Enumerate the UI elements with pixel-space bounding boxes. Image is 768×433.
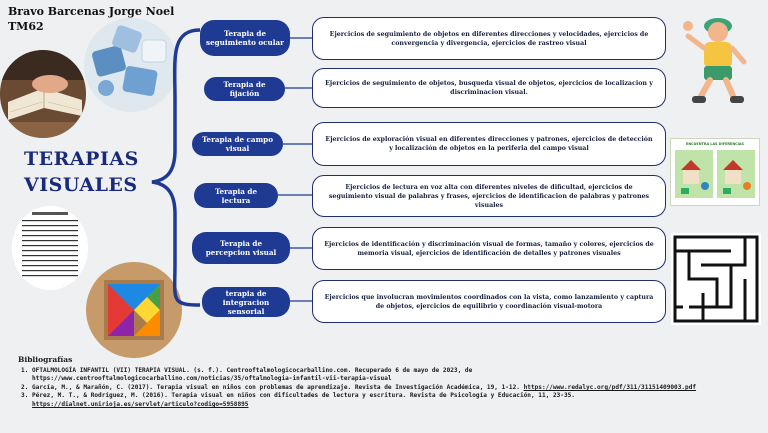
group-code: TM62 xyxy=(8,20,44,33)
therapy-pill-integracion: terapia de integracion sensorial xyxy=(202,287,290,317)
main-title: TERAPIAS VISUALES xyxy=(24,146,139,198)
bibliography-ref: OFTALMOLOGÍA INFANTIL (VII) TERAPIA VISU… xyxy=(32,367,738,384)
therapy-pill-percepcion: Terapia de percepcion visual xyxy=(192,232,290,264)
therapy-pill-lectura: Terapia de lectura xyxy=(194,183,278,208)
main-title-line2: VISUALES xyxy=(24,174,138,196)
tangram-photo xyxy=(86,262,182,358)
ref-link[interactable]: https://www.redalyc.org/pdf/311/31151409… xyxy=(523,383,697,391)
ref-link[interactable]: https://www.centrooftalmologicocarballin… xyxy=(32,375,392,383)
bibliography-ref: Pérez, M. T., & Rodríguez, M. (2016). Te… xyxy=(32,392,738,409)
bibliography-list: OFTALMOLOGÍA INFANTIL (VII) TERAPIA VISU… xyxy=(18,367,738,410)
therapy-description-fijacion: Ejercicios de seguimiento de objetos, bu… xyxy=(312,68,666,108)
therapy-pill-campo-visual: Terapia de campo visual xyxy=(192,132,283,156)
author-name: Bravo Barcenas Jorge Noel xyxy=(8,5,175,18)
child-illustration xyxy=(683,18,747,103)
bibliography-heading: Bibliografías xyxy=(18,355,73,364)
main-title-line1: TERAPIAS xyxy=(24,148,139,170)
find-differences-image: ENCUENTRA LAS DIFERENCIAS xyxy=(670,138,760,206)
ref-text: OFTALMOLOGÍA INFANTIL (VII) TERAPIA VISU… xyxy=(32,366,473,374)
therapy-description-lectura: Ejercicios de lectura en voz alta con di… xyxy=(312,175,666,217)
find-differences-caption: ENCUENTRA LAS DIFERENCIAS xyxy=(686,142,744,146)
therapy-pill-fijacion: Terapia de fijación xyxy=(204,77,285,101)
bibliography: Bibliografías OFTALMOLOGÍA INFANTIL (VII… xyxy=(18,355,738,410)
word-search-photo xyxy=(12,206,88,290)
puzzle-photo xyxy=(84,18,178,112)
author-block: Bravo Barcenas Jorge Noel TM62 xyxy=(8,4,174,34)
maze-image xyxy=(671,233,761,325)
ref-text: García, M., & Marañón, C. (2017). Terapi… xyxy=(32,383,520,391)
ref-link[interactable]: https://dialnet.unirioja.es/servlet/arti… xyxy=(32,400,249,408)
therapy-description-percepcion: Ejercicios de identificación y discrimin… xyxy=(312,227,666,270)
therapy-description-integracion: Ejercicios que involucran movimientos co… xyxy=(312,280,666,323)
therapy-description-campo-visual: Ejercicios de exploración visual en dife… xyxy=(312,122,666,166)
therapy-description-seguimiento: Ejercicios de seguimiento de objetos en … xyxy=(312,17,666,60)
reading-photo xyxy=(0,50,86,138)
therapy-pill-seguimiento: Terapia de seguimiento ocular xyxy=(200,20,290,56)
bibliography-ref: García, M., & Marañón, C. (2017). Terapi… xyxy=(32,384,738,393)
ref-text: Pérez, M. T., & Rodríguez, M. (2016). Te… xyxy=(32,392,575,400)
